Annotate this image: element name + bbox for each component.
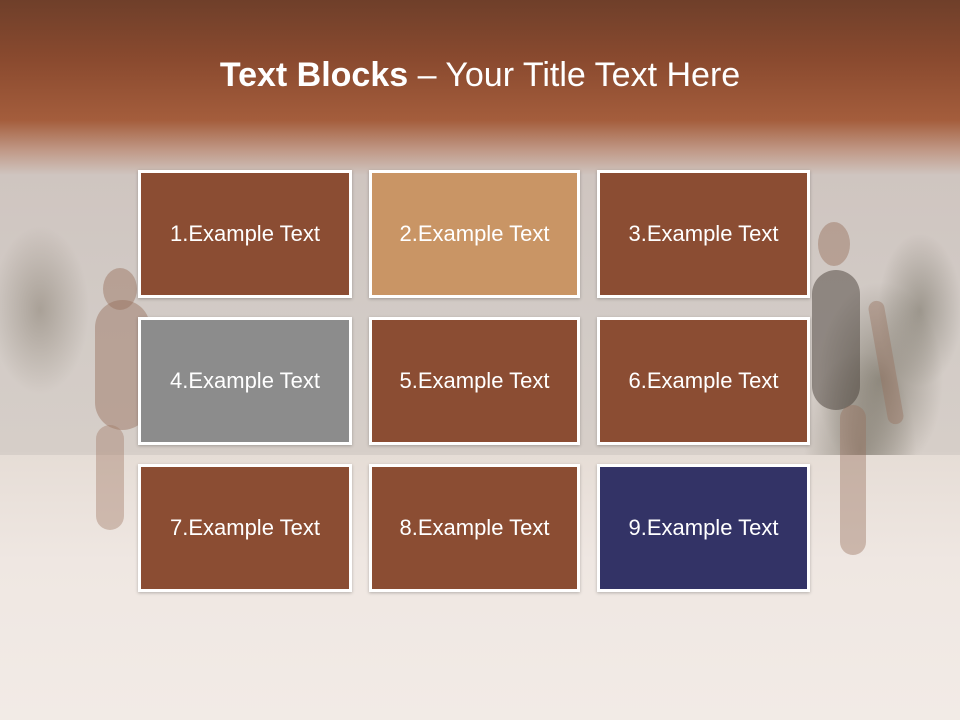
title-bold: Text Blocks [219, 56, 409, 94]
background-person-right-body [812, 270, 860, 410]
text-block-4[interactable]: 4.Example Text [138, 317, 352, 445]
background-person-left-head [103, 268, 137, 310]
text-block-8[interactable]: 8.Example Text [369, 464, 580, 592]
text-block-6[interactable]: 6.Example Text [597, 317, 810, 445]
background-person-right-leg [840, 405, 866, 555]
title-rest: Your Title Text Here [445, 56, 741, 94]
background-person-right-head [818, 222, 850, 266]
text-block-9[interactable]: 9.Example Text [597, 464, 810, 592]
text-block-label: 5.Example Text [399, 368, 550, 393]
text-block-5[interactable]: 5.Example Text [369, 317, 580, 445]
text-block-label: 2.Example Text [399, 221, 550, 246]
text-block-label: 4.Example Text [169, 368, 320, 393]
text-block-1[interactable]: 1.Example Text [138, 170, 352, 298]
title-separator: – [408, 56, 446, 94]
text-block-label: 6.Example Text [628, 368, 779, 393]
text-block-label: 1.Example Text [169, 221, 320, 246]
text-block-label: 8.Example Text [399, 515, 550, 540]
text-block-grid: 1.Example Text 2.Example Text 3.Example … [138, 170, 810, 592]
text-block-3[interactable]: 3.Example Text [597, 170, 810, 298]
background-person-left-leg [96, 425, 124, 530]
slide-title[interactable]: Text Blocks – Your Title Text Here [0, 53, 960, 97]
text-block-label: 7.Example Text [169, 515, 320, 540]
text-block-label: 9.Example Text [628, 515, 779, 540]
text-block-label: 3.Example Text [628, 221, 779, 246]
text-block-2[interactable]: 2.Example Text [369, 170, 580, 298]
text-block-7[interactable]: 7.Example Text [138, 464, 352, 592]
